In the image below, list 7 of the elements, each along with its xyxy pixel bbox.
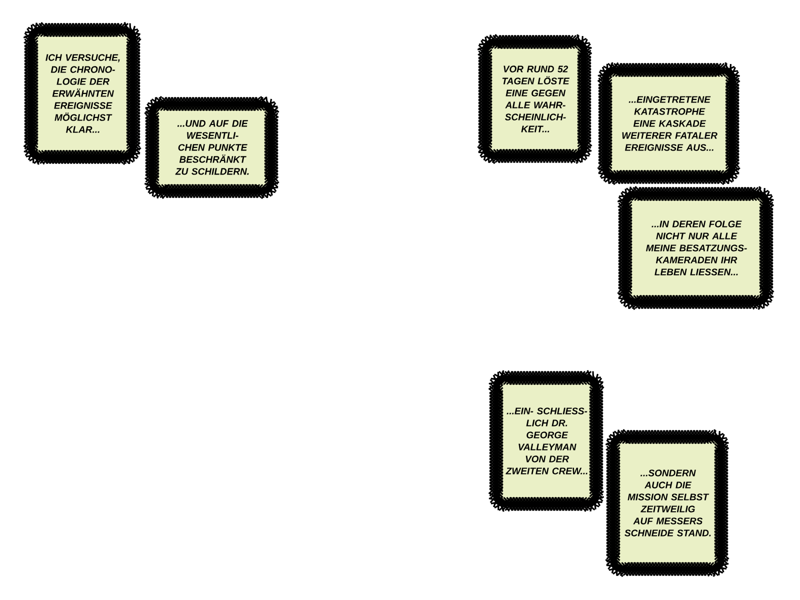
- caption-box: ...EINGETRETENE KATASTROPHE EINE KASKADE WEITERER FATALER EREIGNISSE AUS...: [596, 62, 741, 186]
- caption-box: VOR RUND 52 TAGEN LÖSTE EINE GEGEN ALLE WAHR- SCHEINLICH- KEIT...: [476, 34, 593, 164]
- caption-box: ...UND AUF DIE WESENTLI- CHEN PUNKTE BESCHRÄNKT ZU SCHILDERN.: [144, 96, 280, 200]
- caption-box: ICH VERSUCHE, DIE CHRONO- LOGIE DER ERWÄHNTEN EREIGNISSE MÖGLICHST KLAR...: [22, 21, 142, 166]
- caption-box: ...SONDERN AUCH DIE MISSION SELBST ZEITWEILIG AUF MESSERS SCHNEIDE STAND.: [604, 428, 730, 578]
- caption-box: ...EIN- SCHLIESS- LICH DR. GEORGE VALLEYMAN VON DER ZWEITEN CREW...: [488, 369, 605, 512]
- caption-box: ...IN DEREN FOLGE NICHT NUR ALLE MEINE BESATZUNGS- KAMERADEN IHR LEBEN LIESSEN...: [616, 186, 775, 310]
